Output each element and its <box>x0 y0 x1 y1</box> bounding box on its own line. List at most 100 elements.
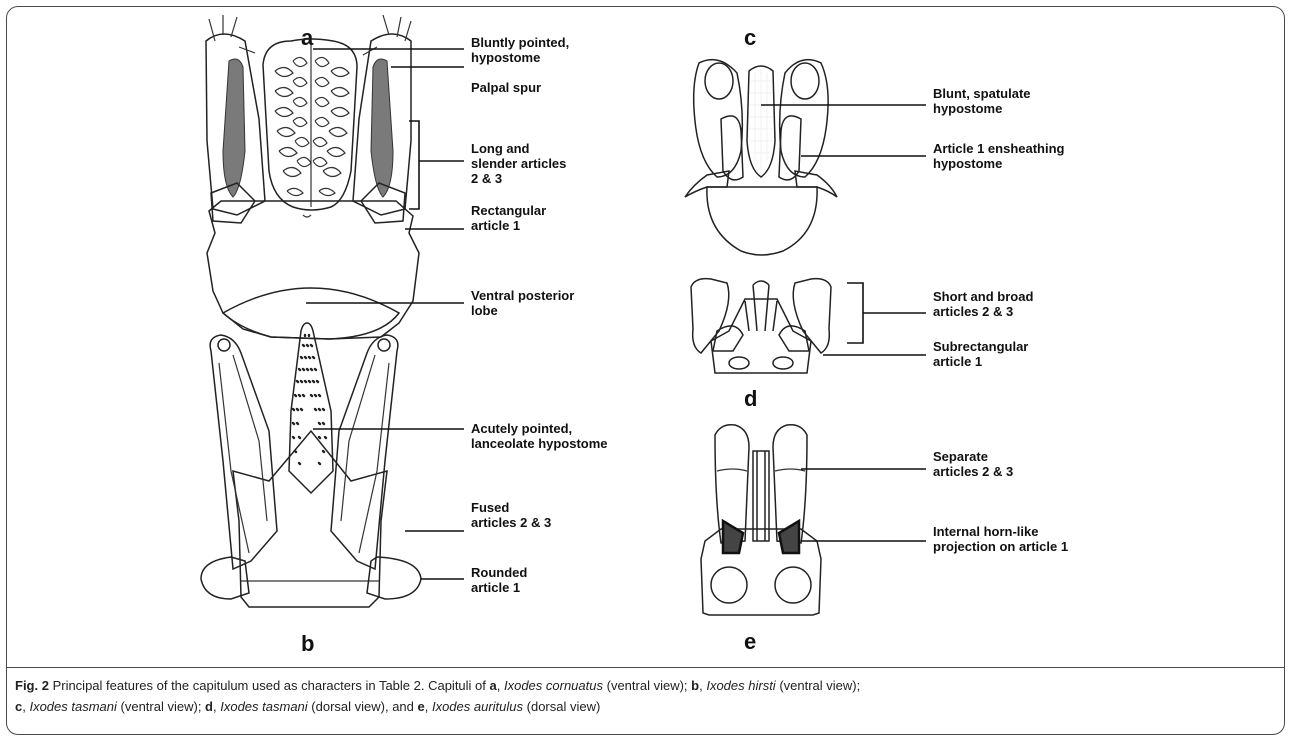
caption-intro: Principal features of the capitulum used… <box>49 678 490 693</box>
panel-c: c Blunt, spatulate hypostome Article 1 e… <box>685 25 1065 255</box>
panel-d-leaders <box>823 283 926 355</box>
label-a-hypostome: hypostome <box>471 50 540 65</box>
caption-fig-label: Fig. 2 <box>15 678 49 693</box>
panel-b-left-palp-eye <box>218 339 230 351</box>
label-d-articles: articles 2 & 3 <box>933 304 1013 319</box>
label-e-projection: projection on article 1 <box>933 539 1068 554</box>
caption-e-species: Ixodes auritulus <box>432 699 523 714</box>
panel-d-left-article1 <box>713 326 743 351</box>
label-a-lobe: lobe <box>471 303 498 318</box>
label-c-hypostome: hypostome <box>933 101 1002 116</box>
panel-d-right-porose <box>773 357 793 369</box>
capitulum-figure: a Bluntly pointed, hypostome Palpal s <box>7 7 1285 667</box>
label-a-rectangular: Rectangular <box>471 203 546 218</box>
caption-e-view: (dorsal view) <box>523 699 600 714</box>
label-b-articles: articles 2 & 3 <box>471 515 551 530</box>
panel-e-left-horn <box>723 521 743 553</box>
panel-e: e Separate articles 2 & 3 Internal horn-… <box>701 425 1068 654</box>
label-b-rounded: Rounded <box>471 565 527 580</box>
caption-d-letter: d <box>205 699 213 714</box>
panel-b-right-palp-eye <box>378 339 390 351</box>
caption-e-letter: e <box>418 699 425 714</box>
panel-a-drawing <box>206 15 419 339</box>
label-e-articles: articles 2 & 3 <box>933 464 1013 479</box>
panel-d-left-porose <box>729 357 749 369</box>
panel-c-right-palp-head <box>791 63 819 99</box>
panel-c-left-palp <box>694 60 743 177</box>
label-a-slender-articles: slender articles <box>471 156 566 171</box>
panel-a-midline-mark <box>303 215 311 217</box>
caption-c-view: (ventral view); <box>117 699 205 714</box>
panel-c-right-wing <box>795 171 837 197</box>
panel-b-letter: b <box>301 631 314 656</box>
panel-b-left-palp-inner <box>219 355 267 553</box>
label-b-lanceolate: lanceolate hypostome <box>471 436 608 451</box>
label-c-hypostome-2: hypostome <box>933 156 1002 171</box>
caption-d-species: Ixodes tasmani <box>220 699 307 714</box>
panel-e-right-porose <box>775 567 811 603</box>
caption-c-letter: c <box>15 699 22 714</box>
panel-e-left-palp-suture <box>717 469 747 471</box>
caption-a-species: Ixodes cornuatus <box>504 678 603 693</box>
label-e-separate: Separate <box>933 449 988 464</box>
label-b-article-1: article 1 <box>471 580 520 595</box>
panel-e-left-porose <box>711 567 747 603</box>
panel-e-drawing <box>701 425 821 615</box>
panel-b-leaders <box>313 429 464 579</box>
panel-c-left-palp-head <box>705 63 733 99</box>
panel-d-drawing <box>691 279 831 373</box>
label-a-long-and: Long and <box>471 141 530 156</box>
panel-a-right-palp-inner <box>371 59 393 197</box>
panel-b-right-palp-inner <box>341 355 389 553</box>
label-b-acutely-pointed: Acutely pointed, <box>471 421 572 436</box>
panel-b: b Acutely pointed, lanceolate hypostome … <box>201 323 608 656</box>
caption-b-view: (ventral view); <box>776 678 861 693</box>
label-a-bluntly-pointed: Bluntly pointed, <box>471 35 569 50</box>
figure-frame: a Bluntly pointed, hypostome Palpal s <box>6 6 1285 735</box>
panel-b-drawing <box>201 323 421 607</box>
label-a-article-1: article 1 <box>471 218 520 233</box>
panel-a-hypostome <box>263 39 357 210</box>
panel-c-letter: c <box>744 25 756 50</box>
panel-e-basis <box>701 529 821 615</box>
panel-d-letter: d <box>744 386 757 411</box>
panel-b-left-article1 <box>201 557 249 599</box>
panel-c-basis <box>707 187 817 255</box>
label-d-subrectangular: Subrectangular <box>933 339 1028 354</box>
panel-c-leaders <box>761 105 926 156</box>
panel-d-left-palp <box>691 279 729 353</box>
caption-c-species: Ixodes tasmani <box>29 699 116 714</box>
caption-divider <box>7 667 1285 668</box>
label-a-ventral-posterior: Ventral posterior <box>471 288 574 303</box>
panel-a-hypostome-denticles <box>275 45 349 207</box>
panel-a-left-palp-inner <box>223 59 245 197</box>
panel-e-leaders <box>801 469 926 541</box>
panel-b-hypostome <box>289 323 333 493</box>
panel-d-hypostome <box>745 281 777 331</box>
panel-c-drawing <box>685 60 837 255</box>
caption-b-species: Ixodes hirsti <box>706 678 775 693</box>
panel-d-right-palp <box>793 279 831 353</box>
label-d-article-1: article 1 <box>933 354 982 369</box>
panel-e-right-horn <box>779 521 799 553</box>
label-c-blunt-spatulate: Blunt, spatulate <box>933 86 1031 101</box>
label-d-short-broad: Short and broad <box>933 289 1033 304</box>
panel-e-letter: e <box>744 629 756 654</box>
label-b-fused: Fused <box>471 500 509 515</box>
caption-a-letter: a <box>490 678 497 693</box>
panel-a: a Bluntly pointed, hypostome Palpal s <box>206 15 574 339</box>
caption-b-letter: b <box>691 678 699 693</box>
label-c-article1-ensheathing: Article 1 ensheathing <box>933 141 1065 156</box>
label-a-palpal-spur: Palpal spur <box>471 80 541 95</box>
panel-d: d Short and broad articles 2 & 3 Subrect… <box>691 279 1033 411</box>
panel-a-letter: a <box>301 25 314 50</box>
caption-a-view: (ventral view); <box>603 678 691 693</box>
panel-e-right-palp-suture <box>775 469 805 471</box>
panel-e-hypostome <box>753 451 769 541</box>
panel-c-right-palp <box>780 60 828 177</box>
panel-c-hypostome-grid <box>749 69 773 173</box>
caption-d-view: (dorsal view), and <box>308 699 418 714</box>
label-a-2-and-3: 2 & 3 <box>471 171 502 186</box>
figure-caption: Fig. 2 Principal features of the capitul… <box>15 675 1277 717</box>
label-e-internal-horn: Internal horn-like <box>933 524 1038 539</box>
